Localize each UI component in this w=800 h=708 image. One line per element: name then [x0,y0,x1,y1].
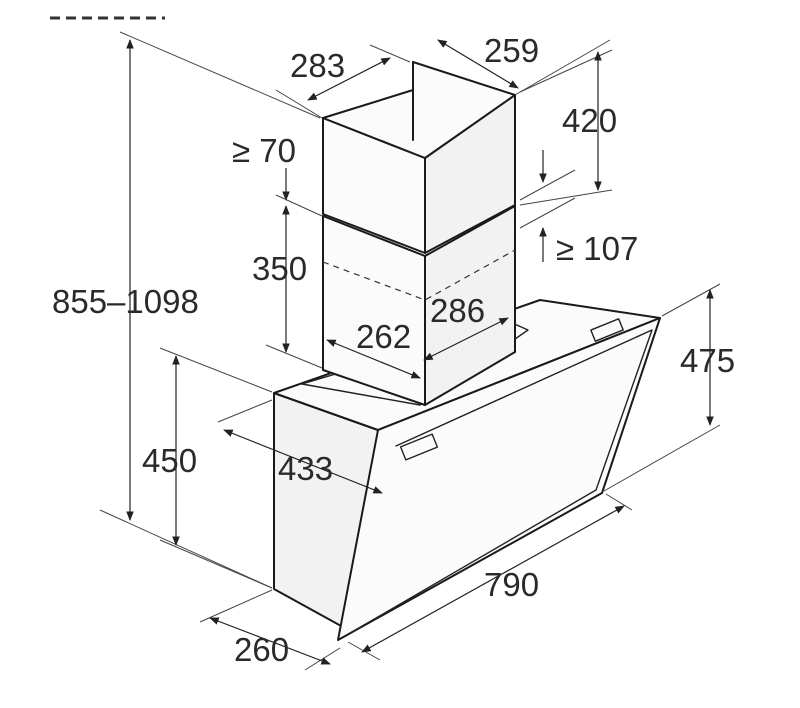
label-hood-width: 790 [484,566,539,603]
label-chimney-depth-top: 283 [290,47,345,84]
dimline-lower-chimney-height [265,194,323,369]
label-hood-side-height: 475 [680,342,735,379]
label-min-gap: ≥ 107 [556,230,638,267]
label-lower-chimney-depth: 262 [356,318,411,355]
dimline-chimney-depth-top [307,44,411,101]
dimline-total-height [99,31,321,589]
dimline-min-overlap [275,89,323,201]
dimline-hood-width [347,493,633,661]
dimline-min-gap [519,150,576,262]
dimline-chimney-width-top [437,39,611,96]
label-lower-chimney-height: 350 [252,250,307,287]
label-chimney-width-top: 259 [484,32,539,69]
label-total-height: 855–1098 [52,283,199,320]
dimline-upper-chimney-height [519,49,613,206]
dimline-lower-chimney-depth [326,339,421,379]
dimline-hood-height [159,347,273,589]
label-upper-chimney-height: 420 [562,102,617,139]
label-hood-depth: 433 [278,450,333,487]
dimline-hood-base-depth [199,589,341,671]
label-hood-base-depth: 260 [234,631,289,668]
dimline-lower-chimney-width [423,317,509,361]
dimline-hood-side-height [603,283,721,492]
label-hood-height: 450 [142,442,197,479]
label-min-overlap: ≥ 70 [232,132,296,169]
label-lower-chimney-width: 286 [430,292,485,329]
dimline-hood-depth [217,399,383,494]
